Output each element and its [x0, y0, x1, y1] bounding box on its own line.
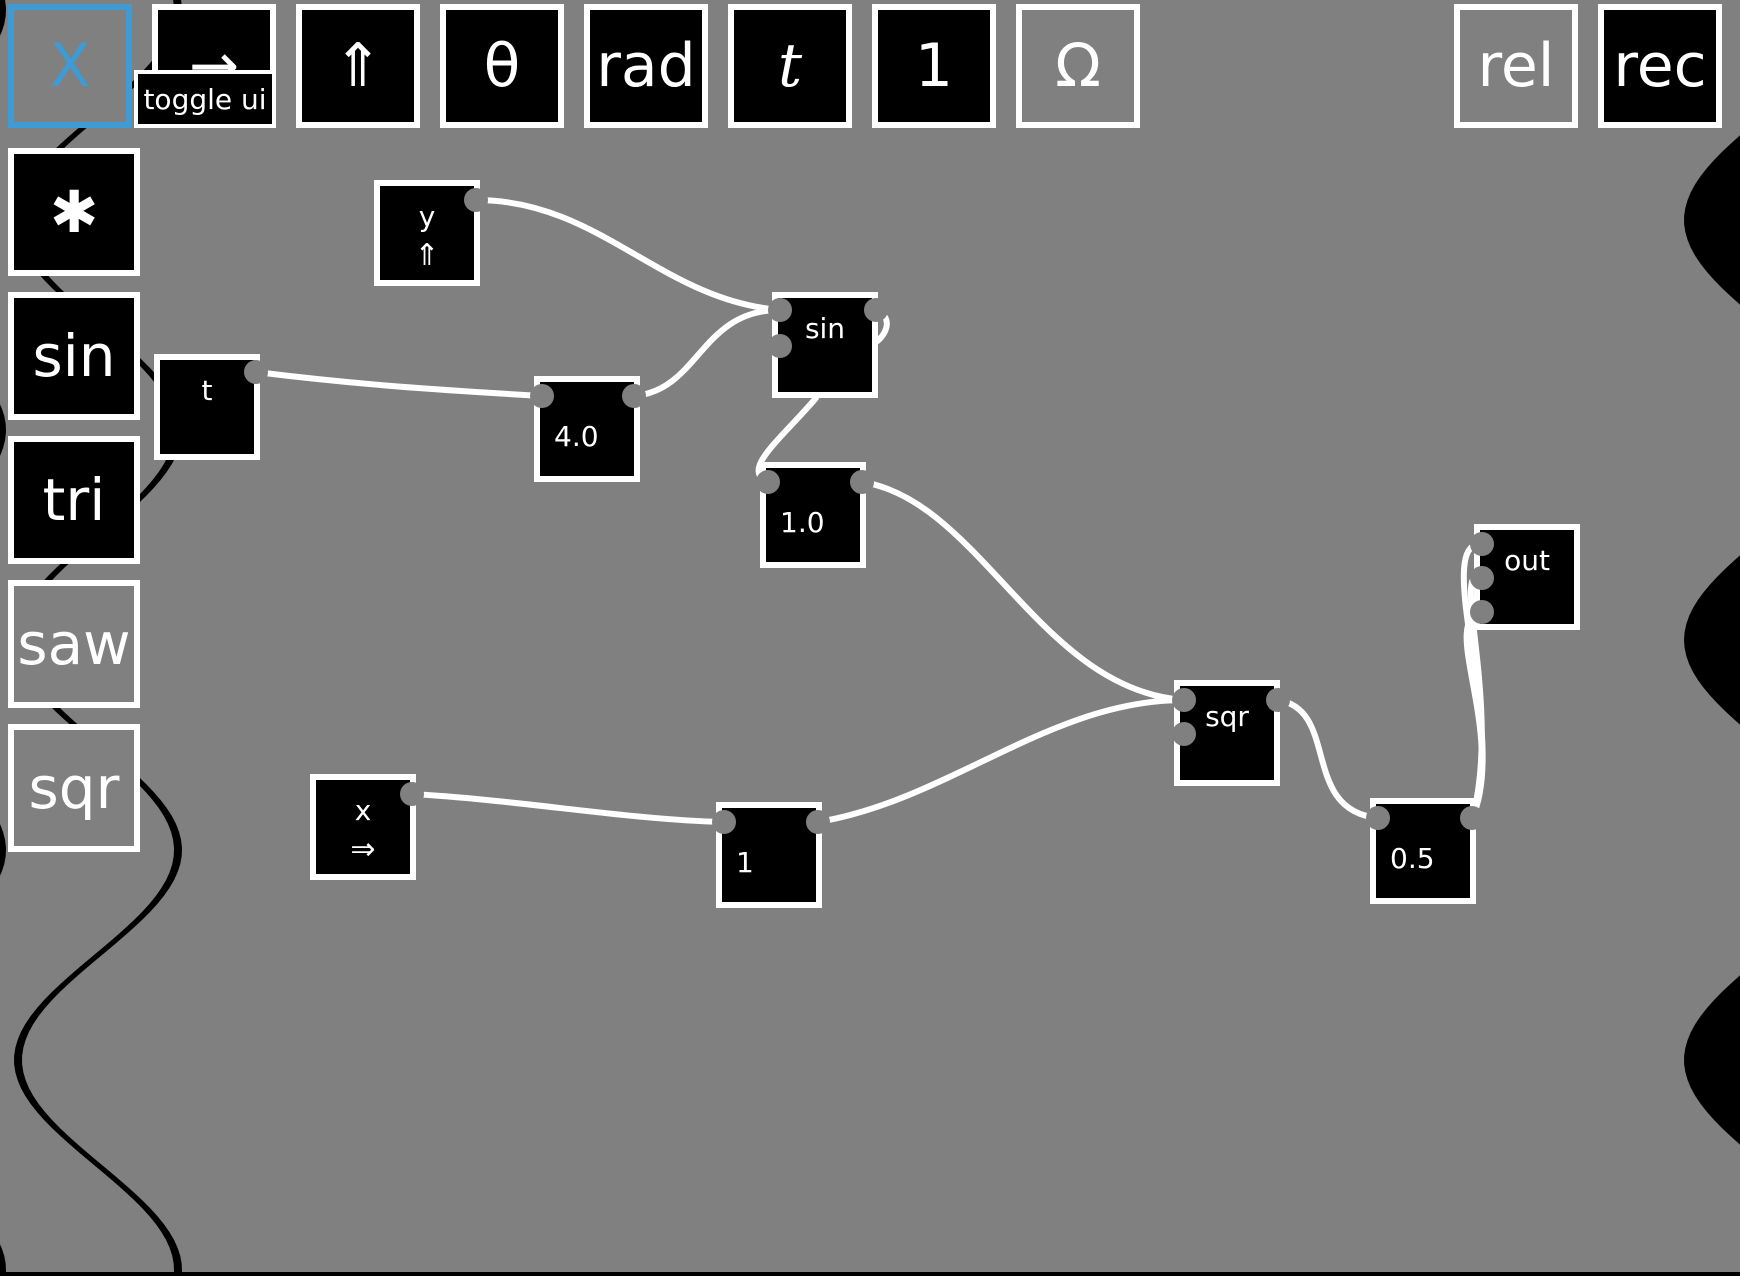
palette-saw-label: saw: [17, 610, 131, 678]
node-const-0.5[interactable]: 0.5: [1370, 798, 1476, 904]
port-4-in[interactable]: [530, 384, 554, 408]
palette-sqr[interactable]: sqr: [8, 724, 140, 852]
palette-tri-label: tri: [42, 466, 106, 534]
wave-stripe: [520, 0, 848, 1272]
port-1-in[interactable]: [712, 810, 736, 834]
port-0.5-out[interactable]: [1460, 806, 1484, 830]
node-t-label: t: [201, 374, 213, 407]
rec-button[interactable]: rec: [1598, 4, 1722, 128]
port-0.5-in[interactable]: [1366, 806, 1390, 830]
rad-button[interactable]: rad: [584, 4, 708, 128]
wave-stripe: [188, 0, 516, 1272]
toggle-x-label: X: [49, 31, 91, 101]
node-sin-label: sin: [804, 312, 846, 345]
rec-label: rec: [1613, 31, 1707, 101]
port-out-in-2[interactable]: [1470, 566, 1494, 590]
port-y-out[interactable]: [464, 188, 488, 212]
node-const-1-value: 1: [736, 846, 754, 879]
node-x-input[interactable]: x ⇒: [310, 774, 416, 880]
palette-sin[interactable]: sin: [8, 292, 140, 420]
port-sin-out[interactable]: [864, 298, 888, 322]
arrow-right-icon: ⇒: [350, 832, 376, 867]
port-4-out[interactable]: [622, 384, 646, 408]
time-label: t: [777, 31, 803, 101]
port-t-out[interactable]: [244, 360, 268, 384]
asterisk-icon: ✱: [49, 178, 99, 246]
omega-button[interactable]: Ω: [1016, 4, 1140, 128]
port-1.0-out[interactable]: [850, 470, 874, 494]
node-t-input[interactable]: t: [154, 354, 260, 460]
palette-saw[interactable]: saw: [8, 580, 140, 708]
node-x-label: x: [354, 794, 372, 827]
port-out-in-1[interactable]: [1470, 532, 1494, 556]
theta-label: θ: [483, 31, 521, 101]
node-out-label: out: [1504, 544, 1550, 577]
node-const-0.5-value: 0.5: [1390, 842, 1435, 875]
omega-label: Ω: [1055, 31, 1101, 101]
port-sin-in-1[interactable]: [768, 298, 792, 322]
time-button[interactable]: t: [728, 4, 852, 128]
arrow-up-icon: ⇑: [332, 31, 384, 101]
wave-stripe: [354, 0, 682, 1272]
toggle-ui-tooltip: toggle ui: [134, 70, 276, 128]
port-1.0-in[interactable]: [756, 470, 780, 494]
arrow-up-icon: ⇑: [414, 238, 440, 273]
port-x-out[interactable]: [400, 782, 424, 806]
node-y-input[interactable]: y ⇑: [374, 180, 480, 286]
node-const-4-value: 4.0: [554, 420, 599, 453]
palette-sqr-label: sqr: [28, 754, 120, 822]
rel-button[interactable]: rel: [1454, 4, 1578, 128]
palette-sin-label: sin: [32, 322, 116, 390]
palette-tri[interactable]: tri: [8, 436, 140, 564]
port-out-in-3[interactable]: [1470, 600, 1494, 624]
toggle-y-axis-button[interactable]: ⇑: [296, 4, 420, 128]
port-sin-in-2[interactable]: [768, 334, 792, 358]
theta-button[interactable]: θ: [440, 4, 564, 128]
node-y-label: y: [418, 200, 436, 233]
rel-label: rel: [1477, 31, 1555, 101]
node-sqr-label: sqr: [1205, 700, 1249, 733]
palette-multiply[interactable]: ✱: [8, 148, 140, 276]
wave-stripe: [1350, 0, 1678, 1272]
port-1-out[interactable]: [806, 810, 830, 834]
toggle-x-button[interactable]: X: [8, 4, 132, 128]
node-const-1.0-value: 1.0: [780, 506, 825, 539]
constant-button[interactable]: 1: [872, 4, 996, 128]
rad-label: rad: [596, 31, 696, 101]
wave-stripe: [1516, 0, 1740, 1272]
constant-label: 1: [914, 31, 954, 101]
port-sqr-in-2[interactable]: [1172, 722, 1196, 746]
wave-stripe: [1184, 0, 1512, 1272]
port-sqr-out[interactable]: [1266, 688, 1290, 712]
port-sqr-in-1[interactable]: [1172, 688, 1196, 712]
